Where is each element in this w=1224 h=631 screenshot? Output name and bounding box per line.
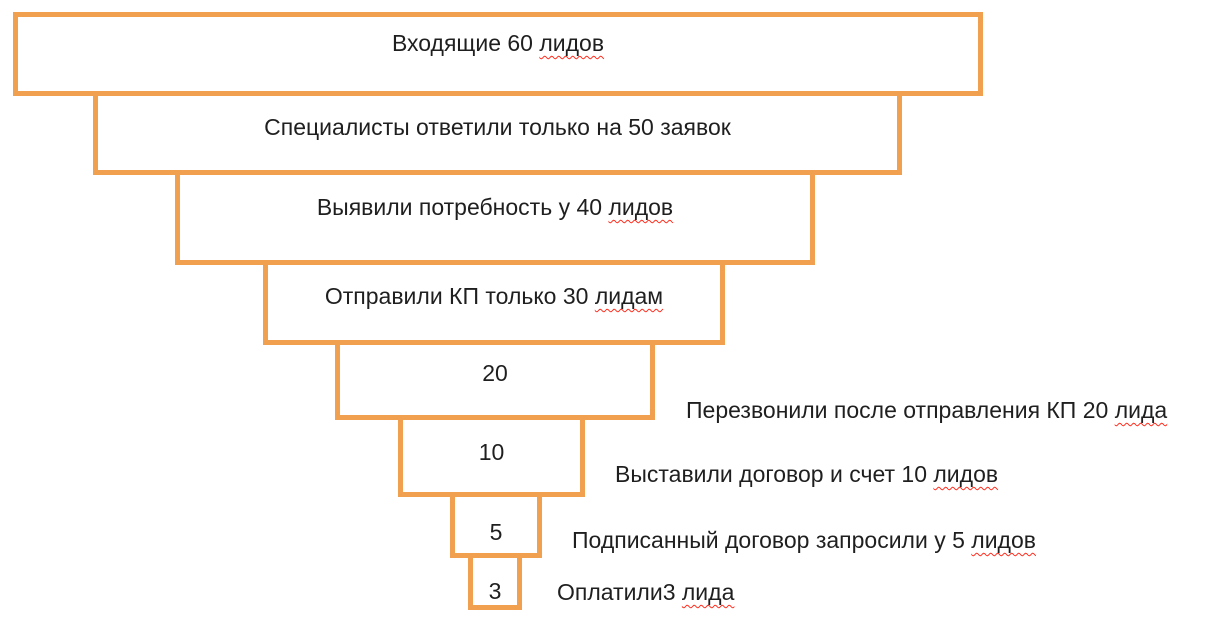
annotation-text: Выставили договор и счет 10 — [615, 461, 934, 487]
annotation-invoice-issued: Выставили договор и счет 10 лидов — [615, 460, 998, 488]
annotation-called-back: Перезвонили после отправления КП 20 лида — [686, 396, 1167, 424]
funnel-stage-proposal-sent: Отправили КП только 30 лидам — [263, 260, 725, 345]
annotation-misspelled-word: лидов — [971, 527, 1036, 553]
annotation-paid: Оплатили3 лида — [557, 578, 734, 606]
annotation-contract-requested: Подписанный договор запросили у 5 лидов — [572, 526, 1036, 554]
annotation-misspelled-word: лида — [681, 579, 735, 605]
stage-value: 3 — [488, 578, 502, 604]
funnel-stage-called-back: 20 — [335, 340, 655, 420]
annotation-text: Перезвонили после отправления КП 20 — [686, 397, 1115, 423]
stage-label-misspelled-word: лидам — [594, 283, 664, 309]
stage-value: 20 — [482, 360, 508, 386]
stage-value: 5 — [489, 519, 503, 545]
funnel-stage-incoming-leads: Входящие 60 лидов — [13, 12, 983, 96]
stage-label: Выявили потребность у 40 — [316, 194, 609, 220]
annotation-text: Подписанный договор запросили у 5 — [572, 527, 972, 553]
funnel-stage-invoice-issued: 10 — [398, 415, 585, 497]
funnel-stage-paid: 3 — [468, 553, 522, 610]
stage-label: Специалисты ответили только на 50 заявок — [264, 114, 731, 140]
stage-label: Входящие 60 — [391, 30, 540, 56]
annotation-misspelled-word: лидов — [933, 461, 999, 487]
stage-label-misspelled-word: лидов — [608, 194, 674, 220]
annotation-text: Оплатили3 — [557, 579, 682, 605]
funnel-stage-contract-requested: 5 — [450, 492, 542, 558]
stage-label: Отправили КП только 30 — [324, 283, 595, 309]
funnel-stage-answered-requests: Специалисты ответили только на 50 заявок — [93, 91, 902, 175]
funnel-stage-need-identified: Выявили потребность у 40 лидов — [175, 170, 815, 265]
annotation-misspelled-word: лида — [1114, 397, 1168, 423]
stage-value: 10 — [478, 439, 505, 465]
stage-label-misspelled-word: лидов — [539, 30, 605, 56]
